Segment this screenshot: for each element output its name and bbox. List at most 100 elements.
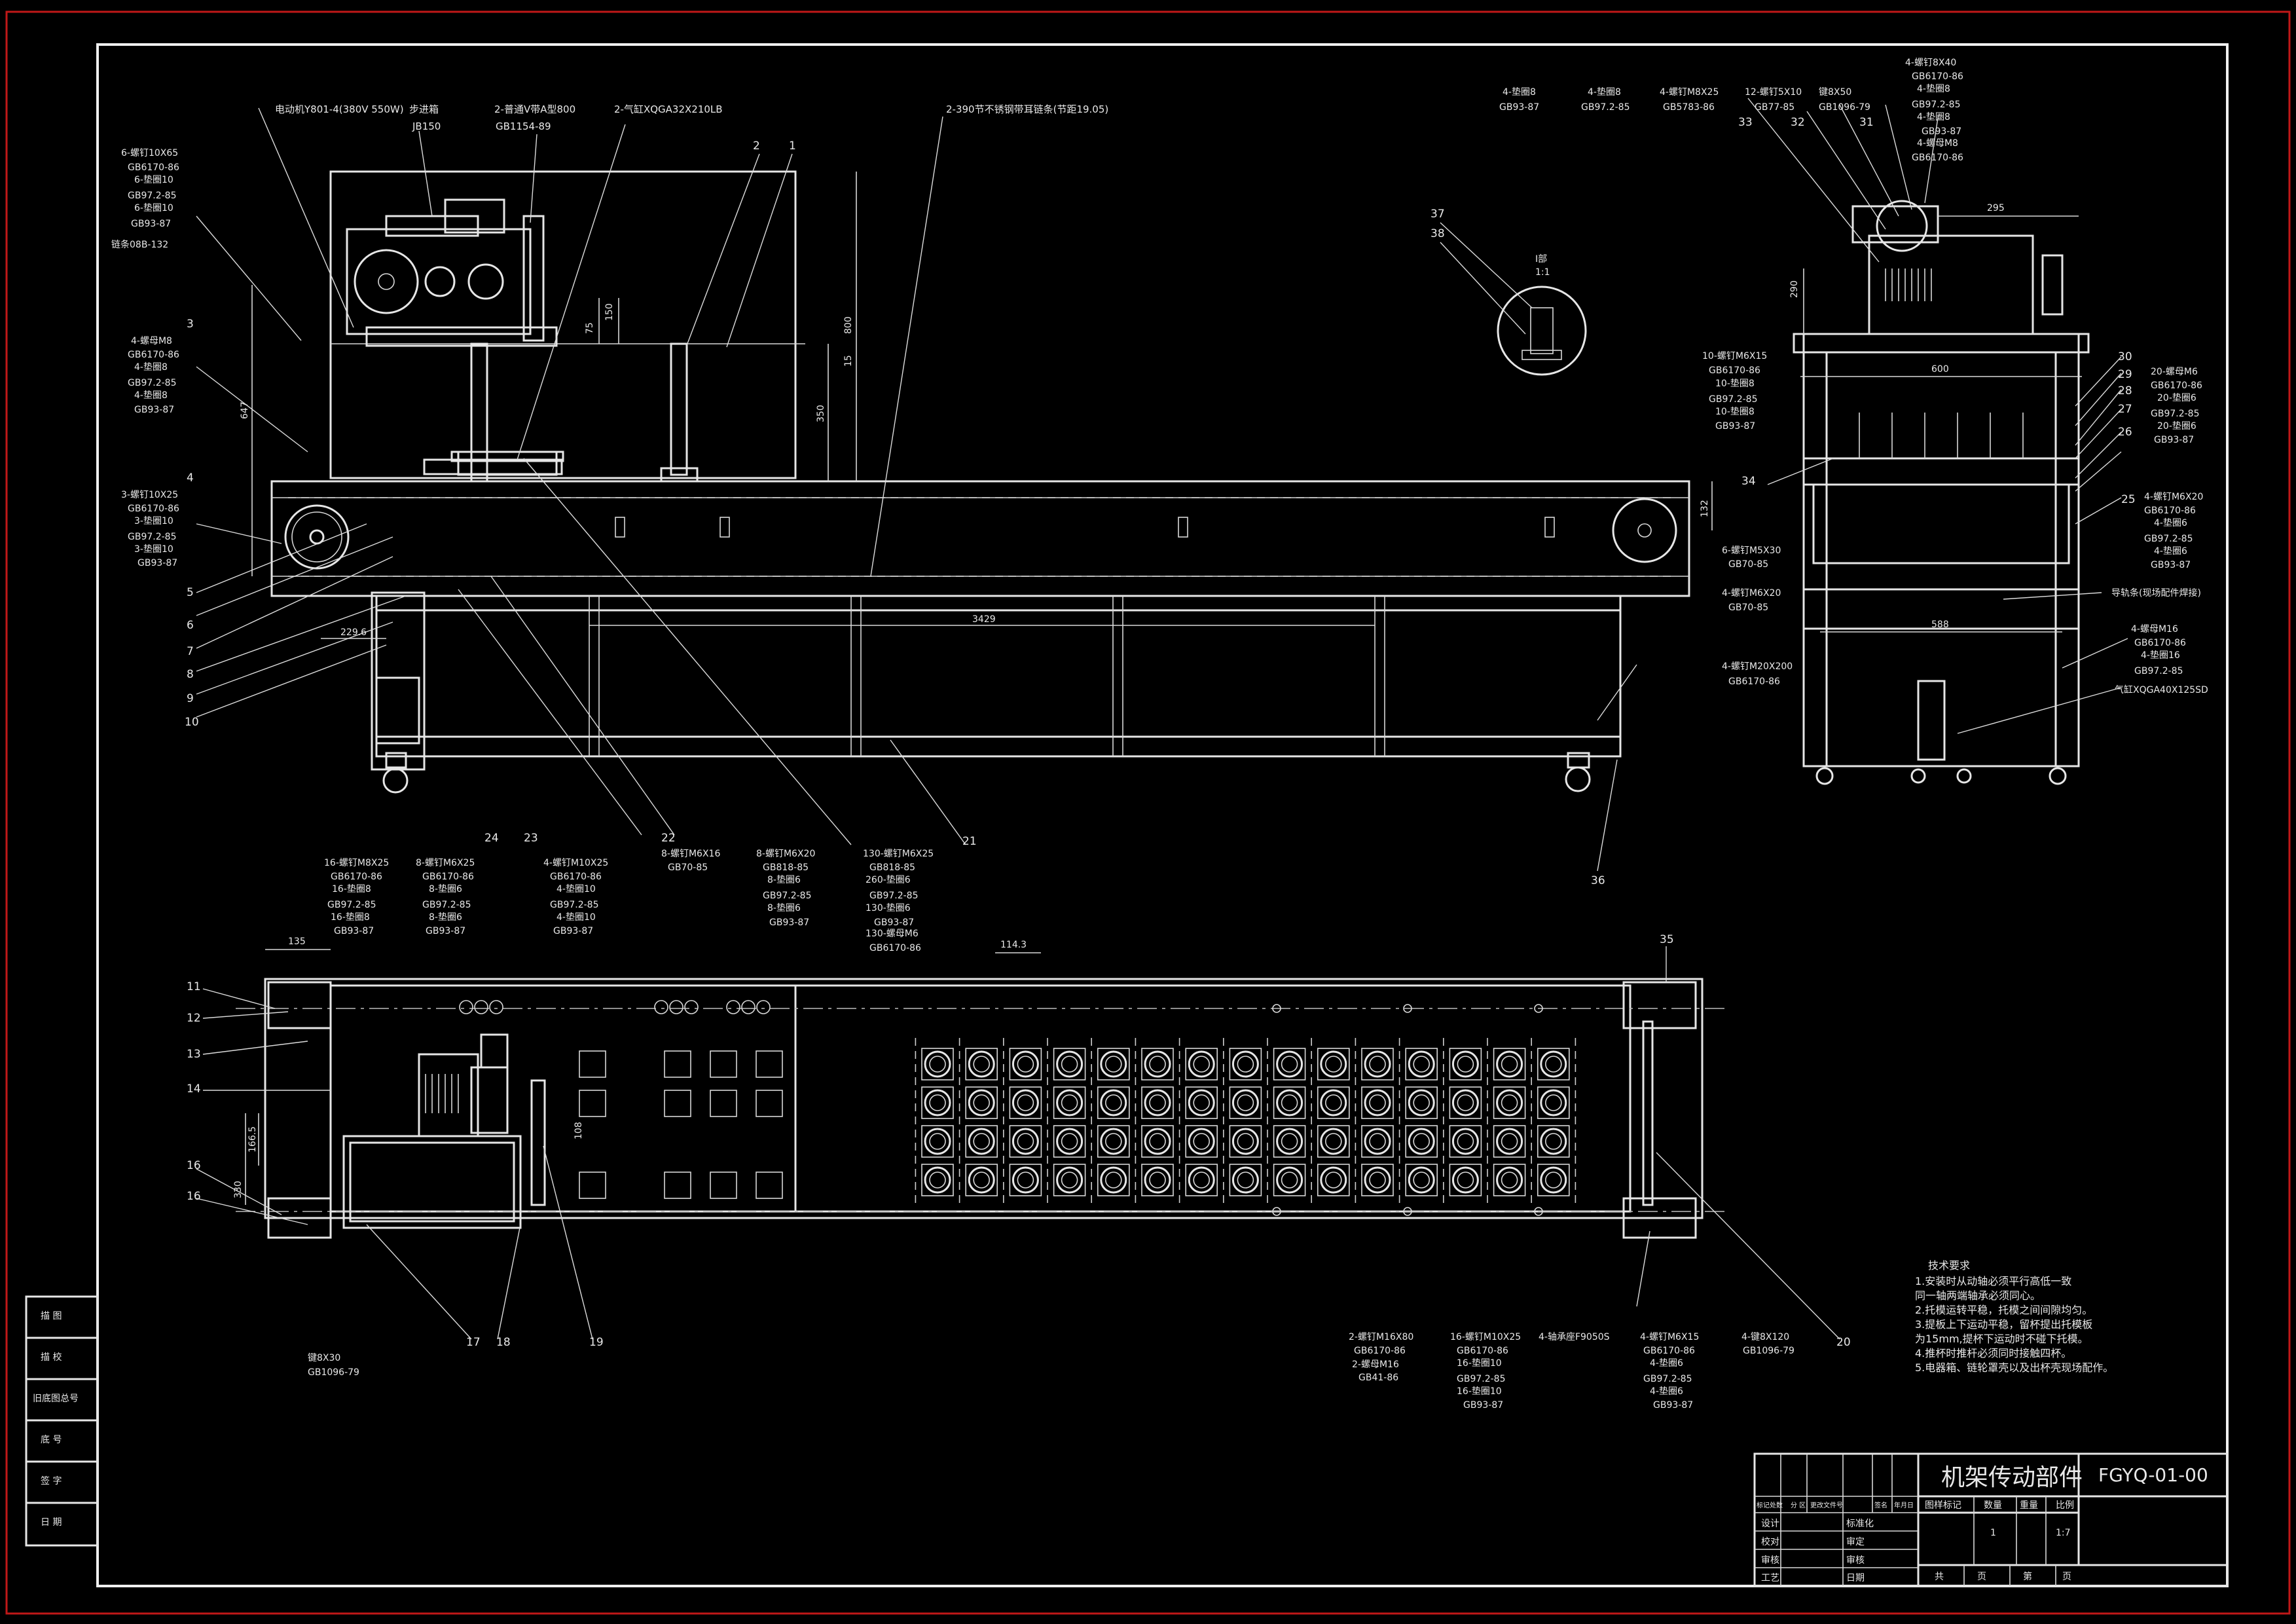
cup bbox=[1540, 1050, 1567, 1078]
svg-text:20-垫圈6: 20-垫圈6 bbox=[2157, 393, 2196, 403]
svg-text:7: 7 bbox=[187, 645, 194, 658]
cup-holder bbox=[1009, 1086, 1042, 1119]
svg-text:GB97.2-85: GB97.2-85 bbox=[128, 191, 177, 201]
cup bbox=[1144, 1166, 1171, 1194]
cup bbox=[1451, 1128, 1479, 1155]
svg-text:1.安装时从动轴必须平行高低一致: 1.安装时从动轴必须平行高低一致 bbox=[1915, 1275, 2071, 1287]
svg-text:6-螺钉M5X30: 6-螺钉M5X30 bbox=[1722, 545, 1781, 556]
cup-inner bbox=[1457, 1133, 1474, 1150]
cup bbox=[1276, 1050, 1303, 1078]
side-view: 30 29 28 27 26 25 34 33 32 31 bbox=[1738, 98, 2136, 785]
cup bbox=[1144, 1128, 1171, 1155]
svg-text:分 区: 分 区 bbox=[1791, 1502, 1806, 1509]
right-stack-leveler: 4-螺钉M20X200 GB6170-86 bbox=[1722, 661, 1793, 687]
cup-inner bbox=[1281, 1056, 1298, 1073]
detail-label: I部 bbox=[1535, 254, 1547, 265]
drawing-name: 机架传动部件 bbox=[1941, 1464, 2083, 1491]
svg-text:29: 29 bbox=[2118, 368, 2132, 381]
svg-text:GB6170-86: GB6170-86 bbox=[1912, 153, 1963, 163]
cup-holder bbox=[1141, 1125, 1174, 1158]
svg-text:第: 第 bbox=[2023, 1571, 2032, 1582]
svg-text:36: 36 bbox=[1591, 874, 1605, 887]
svg-text:4-螺钉M6X15: 4-螺钉M6X15 bbox=[1640, 1332, 1699, 1342]
svg-text:8-垫圈6: 8-垫圈6 bbox=[429, 884, 462, 895]
cup-holder bbox=[1493, 1048, 1526, 1080]
callout-vbelt: 2-普通V带A型800 bbox=[494, 103, 575, 115]
svg-text:GB6170-86: GB6170-86 bbox=[1354, 1346, 1406, 1356]
cup-inner bbox=[1017, 1056, 1034, 1073]
cup bbox=[1364, 1050, 1391, 1078]
cup-holder bbox=[1361, 1164, 1394, 1196]
cup-inner bbox=[1281, 1094, 1298, 1111]
svg-text:4-螺母M8: 4-螺母M8 bbox=[1917, 138, 1958, 149]
plan-bottom-stack-1: 2-螺钉M16X80 GB6170-86 2-螺母M16 GB41-86 bbox=[1349, 1332, 1413, 1383]
svg-text:4-垫圈8: 4-垫圈8 bbox=[1503, 87, 1536, 98]
plan-view-callouts: 135 114.3 166.5 330 108 键8X30 GB1096-79 … bbox=[233, 936, 1795, 1411]
cup-inner bbox=[1237, 1172, 1254, 1189]
svg-text:GB97.2-85: GB97.2-85 bbox=[128, 378, 177, 388]
cup bbox=[1056, 1050, 1084, 1078]
bottom-stack-2: 8-螺钉M6X25 GB6170-86 8-垫圈6 GB97.2-85 8-垫圈… bbox=[416, 858, 475, 936]
cup-holder bbox=[1449, 1048, 1482, 1080]
svg-text:12-螺钉5X10: 12-螺钉5X10 bbox=[1745, 87, 1802, 98]
svg-text:22: 22 bbox=[661, 832, 676, 845]
tech-requirements: 技术要求 1.安装时从动轴必须平行高低一致 同一轴两端轴承必须同心。 2.托模运… bbox=[1915, 1259, 2113, 1374]
svg-text:GB97.2-85: GB97.2-85 bbox=[1581, 102, 1630, 113]
cup-holder bbox=[1317, 1086, 1350, 1119]
svg-text:图样标记: 图样标记 bbox=[1925, 1500, 1961, 1511]
cup bbox=[968, 1128, 995, 1155]
svg-text:16: 16 bbox=[187, 1190, 201, 1203]
svg-text:14: 14 bbox=[187, 1082, 201, 1096]
svg-text:8-螺钉M6X20: 8-螺钉M6X20 bbox=[756, 849, 815, 859]
svg-text:签名: 签名 bbox=[1874, 1501, 1887, 1509]
svg-text:4-螺钉8X40: 4-螺钉8X40 bbox=[1905, 58, 1956, 68]
svg-text:10-螺钉M6X15: 10-螺钉M6X15 bbox=[1702, 351, 1767, 361]
svg-text:GB6170-86: GB6170-86 bbox=[2151, 380, 2202, 391]
cup bbox=[1056, 1128, 1084, 1155]
svg-text:5.电器箱、链轮罩壳以及出杯壳现场配作。: 5.电器箱、链轮罩壳以及出杯壳现场配作。 bbox=[1915, 1361, 2113, 1374]
cup-holder bbox=[1493, 1164, 1526, 1196]
svg-text:23: 23 bbox=[524, 832, 538, 845]
cup-inner bbox=[1149, 1172, 1166, 1189]
cup-holder bbox=[1097, 1048, 1130, 1080]
cup-holder bbox=[1405, 1086, 1438, 1119]
svg-text:4-垫圈6: 4-垫圈6 bbox=[1650, 1358, 1683, 1369]
svg-text:GB93-87: GB93-87 bbox=[769, 917, 809, 928]
cup bbox=[1408, 1050, 1435, 1078]
svg-text:GB6170-86: GB6170-86 bbox=[128, 504, 179, 514]
tech-heading: 技术要求 bbox=[1928, 1259, 1970, 1272]
cup-holder bbox=[1229, 1164, 1262, 1196]
detail-view-i: 37 38 I部 1:1 bbox=[1430, 208, 1587, 376]
cup-inner bbox=[1325, 1172, 1342, 1189]
cup bbox=[1144, 1089, 1171, 1116]
dim-350: 350 bbox=[816, 405, 826, 422]
cup bbox=[1540, 1166, 1567, 1194]
svg-text:GB1096-79: GB1096-79 bbox=[1819, 102, 1870, 113]
cup-inner bbox=[929, 1133, 946, 1150]
cup-inner bbox=[1017, 1094, 1034, 1111]
bottom-stack-1: 16-螺钉M8X25 GB6170-86 16-垫圈8 GB97.2-85 16… bbox=[324, 858, 389, 936]
svg-text:588: 588 bbox=[1931, 619, 1949, 630]
cup-holder bbox=[1053, 1086, 1086, 1119]
svg-text:GB93-87: GB93-87 bbox=[334, 926, 374, 936]
cup-inner bbox=[973, 1094, 990, 1111]
svg-text:设计: 设计 bbox=[1761, 1519, 1779, 1529]
svg-text:10: 10 bbox=[185, 716, 199, 729]
cup-inner bbox=[973, 1172, 990, 1189]
svg-text:更改文件号: 更改文件号 bbox=[1810, 1501, 1843, 1509]
cup-holder bbox=[965, 1125, 998, 1158]
cup-holder bbox=[1053, 1125, 1086, 1158]
svg-text:年月日: 年月日 bbox=[1894, 1501, 1914, 1509]
svg-text:数量: 数量 bbox=[1984, 1500, 2002, 1511]
cup-inner bbox=[1413, 1172, 1430, 1189]
svg-text:8-螺钉M6X16: 8-螺钉M6X16 bbox=[661, 849, 720, 859]
svg-text:旧底图总号: 旧底图总号 bbox=[33, 1393, 79, 1404]
svg-text:校对: 校对 bbox=[1761, 1536, 1779, 1547]
cup-inner bbox=[929, 1056, 946, 1073]
cup-holder bbox=[1537, 1086, 1570, 1119]
svg-text:4.推杯时推杆必须同时接触四杯。: 4.推杯时推杆必须同时接触四杯。 bbox=[1915, 1347, 2071, 1359]
cup bbox=[1144, 1050, 1171, 1078]
svg-text:26: 26 bbox=[2118, 426, 2132, 439]
svg-text:3-垫圈10: 3-垫圈10 bbox=[134, 544, 173, 555]
